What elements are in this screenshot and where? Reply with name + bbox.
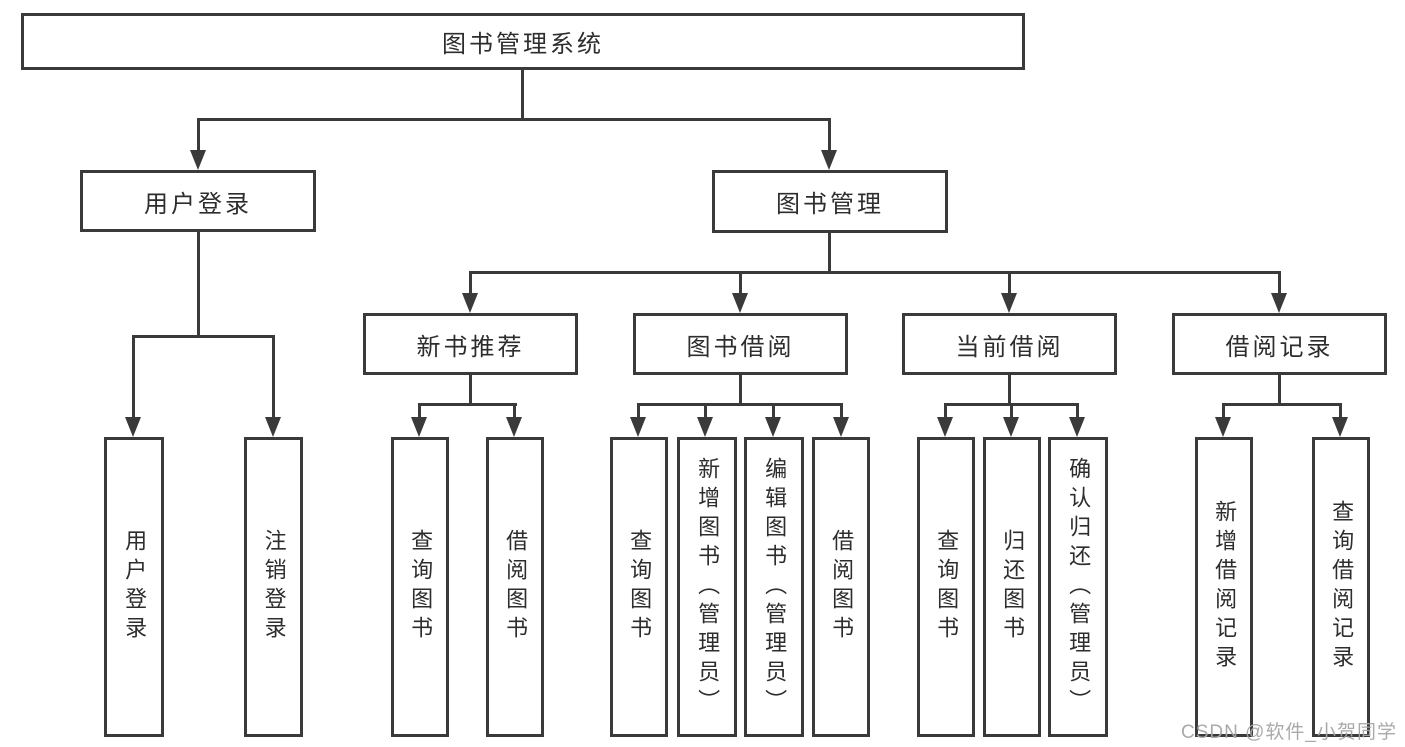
node-borrow-record-label: 借阅记录	[1225, 333, 1334, 361]
connector-line	[521, 70, 524, 118]
connector-line	[828, 233, 831, 271]
connector-line	[1008, 375, 1011, 405]
connector-line	[513, 403, 516, 419]
node-book-management: 图书管理	[712, 170, 948, 233]
node-root: 图书管理系统	[21, 13, 1025, 70]
arrow-down-icon	[821, 150, 837, 170]
connector-line	[1278, 271, 1281, 295]
node-book-borrow: 图书借阅	[633, 313, 848, 375]
connector-line	[840, 403, 843, 419]
node-leaf-query-book-3: 查询图书	[917, 437, 975, 737]
arrow-down-icon	[1001, 293, 1017, 313]
node-new-book-recommend: 新书推荐	[363, 313, 578, 375]
node-leaf-user-login: 用户登录	[104, 437, 164, 737]
node-current-borrow-label: 当前借阅	[955, 333, 1064, 361]
node-leaf-edit-book-admin: 编辑图书（管理员）	[744, 437, 804, 737]
node-leaf-query-book-3-label: 查询图书	[934, 529, 960, 645]
arrow-down-icon	[411, 417, 427, 437]
connector-line	[132, 335, 275, 338]
arrow-down-icon	[1332, 417, 1348, 437]
connector-line	[469, 271, 1281, 274]
arrow-down-icon	[506, 417, 522, 437]
node-book-management-label: 图书管理	[776, 191, 884, 218]
node-current-borrow: 当前借阅	[902, 313, 1117, 375]
node-leaf-query-book-1-label: 查询图书	[408, 529, 434, 645]
node-leaf-confirm-return-admin-label: 确认归还（管理员）	[1066, 456, 1092, 718]
node-leaf-user-login-label: 用户登录	[122, 529, 148, 645]
connector-line	[197, 118, 200, 152]
node-leaf-query-borrow-record: 查询借阅记录	[1312, 437, 1370, 737]
csdn-watermark: CSDN @软件_小贺同学	[1181, 722, 1397, 743]
node-leaf-return-book-label: 归还图书	[1000, 529, 1026, 645]
connector-line	[1339, 403, 1342, 419]
connector-line	[469, 375, 472, 405]
connector-line	[944, 403, 947, 419]
connector-line	[637, 403, 640, 419]
node-leaf-borrow-book-1-label: 借阅图书	[503, 529, 529, 645]
node-leaf-edit-book-admin-label: 编辑图书（管理员）	[762, 456, 788, 718]
arrow-down-icon	[697, 417, 713, 437]
arrow-down-icon	[937, 417, 953, 437]
connector-line	[739, 375, 742, 405]
node-leaf-query-borrow-record-label: 查询借阅记录	[1329, 500, 1355, 674]
node-leaf-add-borrow-record-label: 新增借阅记录	[1212, 500, 1238, 674]
node-leaf-add-book-admin-label: 新增图书（管理员）	[695, 456, 721, 718]
connector-line	[418, 403, 517, 406]
connector-line	[1278, 375, 1281, 405]
node-new-book-recommend-label: 新书推荐	[416, 333, 525, 361]
node-leaf-confirm-return-admin: 确认归还（管理员）	[1048, 437, 1108, 737]
node-leaf-query-book-2: 查询图书	[610, 437, 668, 737]
node-leaf-add-borrow-record: 新增借阅记录	[1195, 437, 1253, 737]
connector-line	[272, 335, 275, 417]
node-leaf-query-book-1: 查询图书	[391, 437, 449, 737]
connector-line	[1008, 271, 1011, 295]
arrow-down-icon	[833, 417, 849, 437]
node-leaf-logout: 注销登录	[244, 437, 303, 737]
node-root-label: 图书管理系统	[442, 31, 604, 58]
connector-line	[704, 403, 707, 419]
connector-line	[418, 403, 421, 419]
connector-line	[828, 118, 831, 152]
node-book-borrow-label: 图书借阅	[686, 333, 795, 361]
node-leaf-borrow-book-1: 借阅图书	[486, 437, 544, 737]
connector-line	[469, 271, 472, 295]
node-leaf-add-book-admin: 新增图书（管理员）	[677, 437, 737, 737]
arrow-down-icon	[125, 417, 141, 437]
connector-line	[132, 335, 135, 417]
node-borrow-record: 借阅记录	[1172, 313, 1387, 375]
node-user-login-label: 用户登录	[144, 190, 252, 218]
connector-line	[197, 232, 200, 335]
connector-line	[1076, 403, 1079, 419]
node-user-login: 用户登录	[80, 170, 316, 232]
connector-line	[197, 118, 831, 121]
node-leaf-borrow-book-2-label: 借阅图书	[829, 529, 855, 645]
node-leaf-logout-label: 注销登录	[261, 529, 287, 645]
arrow-down-icon	[732, 293, 748, 313]
arrow-down-icon	[265, 417, 281, 437]
connector-line	[1222, 403, 1225, 419]
arrow-down-icon	[1069, 417, 1085, 437]
node-leaf-return-book: 归还图书	[983, 437, 1041, 737]
node-leaf-query-book-2-label: 查询图书	[627, 529, 653, 645]
arrow-down-icon	[190, 150, 206, 170]
arrow-down-icon	[1271, 293, 1287, 313]
connector-line	[739, 271, 742, 295]
arrow-down-icon	[1003, 417, 1019, 437]
connector-line	[1010, 403, 1013, 419]
arrow-down-icon	[1215, 417, 1231, 437]
connector-line	[1222, 403, 1342, 406]
connector-line	[772, 403, 775, 419]
arrow-down-icon	[765, 417, 781, 437]
arrow-down-icon	[630, 417, 646, 437]
arrow-down-icon	[462, 293, 478, 313]
node-leaf-borrow-book-2: 借阅图书	[812, 437, 870, 737]
connector-line	[637, 403, 843, 406]
